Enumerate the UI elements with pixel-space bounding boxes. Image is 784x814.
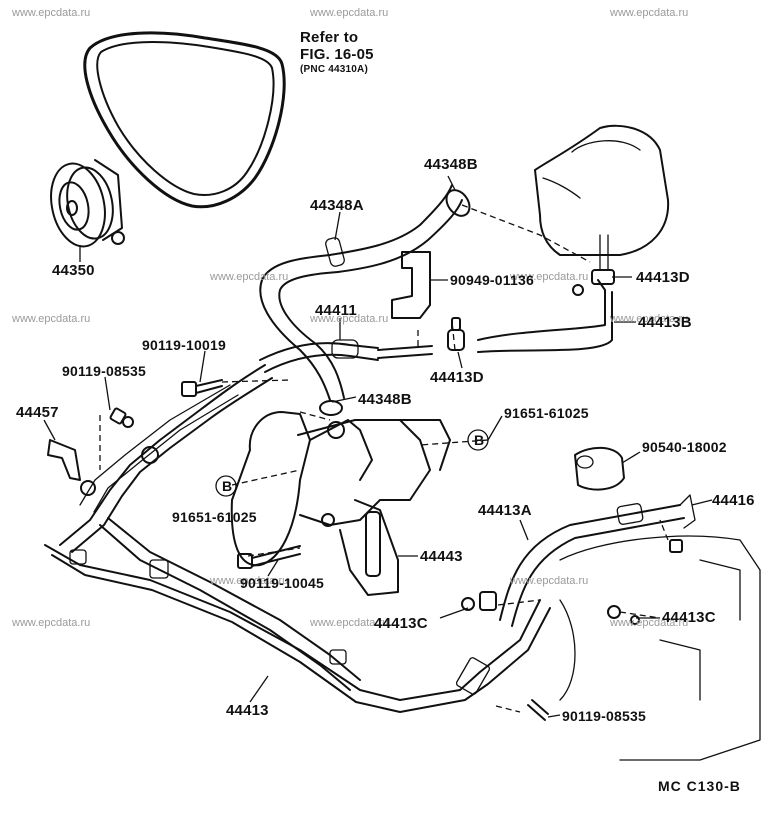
watermark: www.epcdata.ru	[210, 575, 289, 587]
engine-block	[559, 535, 761, 761]
power-steering-pump	[230, 411, 451, 596]
diagram-code: MC C130-B	[658, 778, 741, 794]
label-bolt-90119-10019: 90119-10019	[142, 337, 226, 353]
label-bracket-44443: 44443	[420, 548, 463, 565]
label-bolt-90119-10045: 90119-10045	[240, 575, 324, 591]
cushion-90540	[574, 446, 625, 491]
label-pulley: 44350	[52, 262, 95, 279]
bolts	[109, 284, 683, 721]
label-tube-44413a: 44413A	[478, 502, 532, 519]
watermark: www.epcdata.ru	[510, 575, 589, 587]
pulley	[50, 159, 125, 248]
label-nut-91651-61025-right: 91651-61025	[504, 405, 589, 421]
label-clamp-44413d-right: 44413D	[636, 269, 690, 286]
label-bracket-44457: 44457	[16, 404, 59, 421]
watermark: www.epcdata.ru	[12, 617, 91, 629]
label-cushion-90540-18002: 90540-18002	[642, 439, 727, 455]
clamp-44413d	[447, 317, 465, 351]
watermark: www.epcdata.ru	[310, 313, 389, 325]
tube-44413	[44, 517, 551, 713]
refer-line3: (PNC 44310A)	[300, 64, 368, 75]
label-clamp-44348b-lower: 44348B	[358, 391, 412, 408]
label-clamp-44413c-left: 44413C	[374, 615, 428, 632]
watermark: www.epcdata.ru	[610, 7, 689, 19]
label-hose-44348a: 44348A	[310, 197, 364, 214]
label-tube-44413b: 44413B	[638, 314, 692, 331]
watermark: www.epcdata.ru	[210, 271, 289, 283]
label-hose-44411: 44411	[315, 302, 357, 319]
leader-lines	[43, 175, 713, 718]
tube-44413a	[499, 494, 696, 627]
return-lines-left	[59, 364, 273, 553]
watermark: www.epcdata.ru	[310, 617, 389, 629]
drive-belt	[83, 31, 286, 209]
label-bolt-90119-08535-right: 90119-08535	[562, 708, 646, 724]
label-tube-44416: 44416	[712, 492, 755, 509]
label-bolt-90119-08535-left: 90119-08535	[62, 363, 146, 379]
circle-marker-right-letter: B	[474, 432, 485, 448]
label-nut-91651-61025-left: 91651-61025	[172, 509, 257, 525]
refer-line2: FIG. 16-05	[300, 46, 374, 63]
circle-marker-left-letter: B	[222, 478, 233, 494]
label-hose-44348b-upper: 44348B	[424, 156, 478, 173]
watermark: www.epcdata.ru	[12, 7, 91, 19]
bracket-44457	[47, 439, 96, 496]
watermark: www.epcdata.ru	[610, 313, 689, 325]
label-tube-44413: 44413	[226, 702, 269, 719]
label-bracket-90949: 90949-01136	[450, 272, 534, 288]
bracket-90949	[391, 251, 431, 319]
upper-hose	[259, 184, 471, 416]
label-clamp-44413d-mid: 44413D	[430, 369, 484, 386]
dashed-lines	[99, 204, 669, 713]
reservoir	[534, 124, 670, 271]
watermark: www.epcdata.ru	[310, 7, 389, 19]
label-clamp-44413c-right: 44413C	[662, 609, 716, 626]
hose-44411	[259, 339, 433, 373]
watermark: www.epcdata.ru	[610, 617, 689, 629]
circle-marker-right	[467, 429, 489, 451]
circle-marker-left	[215, 475, 237, 497]
refer-line1: Refer to	[300, 29, 359, 46]
watermark: www.epcdata.ru	[12, 313, 91, 325]
watermark: www.epcdata.ru	[510, 271, 589, 283]
